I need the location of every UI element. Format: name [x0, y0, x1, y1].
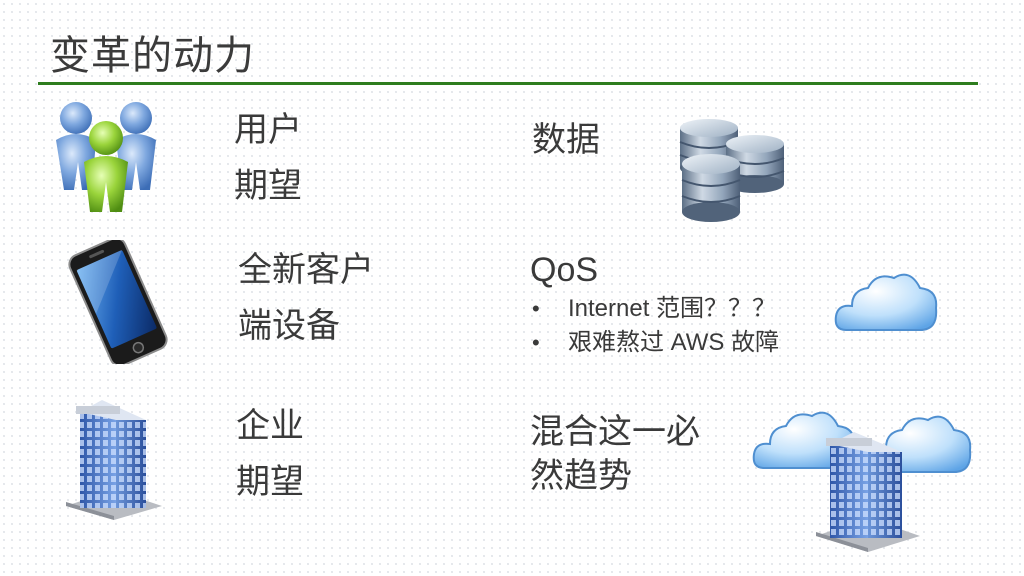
data-label: 数据	[532, 120, 600, 160]
title-underline	[38, 82, 978, 85]
smartphone-icon	[68, 240, 168, 364]
qos-bullet-internet: Internet 范围？？？	[532, 292, 779, 326]
new-devices-line1: 全新客户	[238, 250, 374, 290]
qos-heading: QoS	[530, 251, 599, 289]
slide-title: 变革的动力	[50, 33, 255, 79]
user-expectations-line2: 期望	[234, 166, 302, 206]
hybrid-trend-line2: 然趋势	[530, 456, 632, 496]
hybrid-trend-line1: 混合这一必	[530, 412, 700, 452]
cloud-icon	[834, 273, 938, 331]
enterprise-expectations-line2: 期望	[236, 462, 304, 502]
qos-bullet-list: Internet 范围？？？ 艰难熬过 AWS 故障	[532, 292, 779, 360]
users-icon	[56, 102, 156, 212]
office-building-icon	[66, 400, 162, 520]
database-icon	[679, 119, 785, 222]
hybrid-cloud-building-icon	[752, 411, 972, 552]
qos-bullet-aws-outage: 艰难熬过 AWS 故障	[532, 326, 779, 360]
user-expectations-line1: 用户	[234, 110, 302, 150]
new-devices-line2: 端设备	[238, 306, 340, 346]
enterprise-expectations-line1: 企业	[236, 406, 304, 446]
